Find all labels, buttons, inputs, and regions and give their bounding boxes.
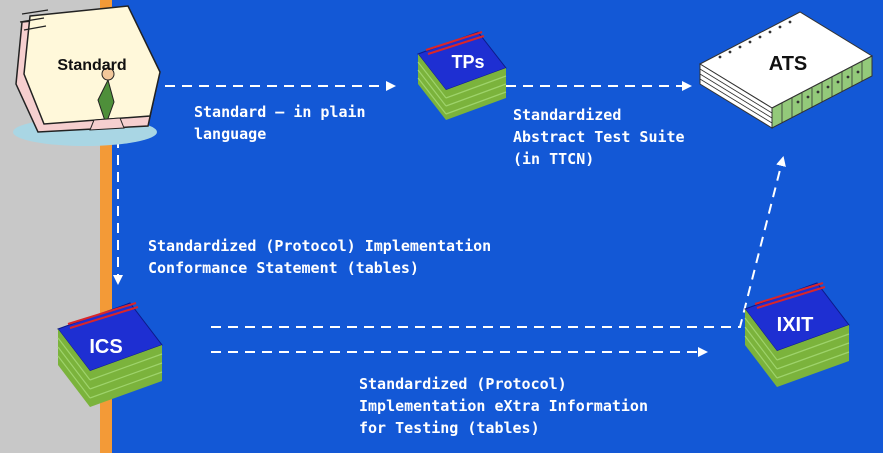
ixit-book-icon: IXIT bbox=[744, 282, 850, 387]
edge-label-ics-to-ixit: Standardized (Protocol) Implementation e… bbox=[359, 373, 648, 439]
ats-label: ATS bbox=[769, 53, 808, 75]
ics-book-icon: ICS bbox=[57, 302, 163, 407]
edge-label-line: (in TTCN) bbox=[513, 150, 595, 168]
edge-label-line: Standardized (Protocol) bbox=[359, 375, 567, 393]
edge-label-line: for Testing (tables) bbox=[359, 419, 540, 437]
arrow-ics-to-ats bbox=[211, 156, 786, 328]
standard-label: Standard bbox=[57, 57, 126, 74]
edge-label-line: Standard – in plain bbox=[194, 103, 366, 121]
edge-label-tps-to-ats: Standardized Abstract Test Suite (in TTC… bbox=[513, 104, 685, 170]
tps-book-icon: TPs bbox=[417, 31, 507, 120]
ics-label: ICS bbox=[89, 336, 122, 358]
edge-label-line: language bbox=[194, 125, 267, 143]
edge-label-line: Implementation eXtra Information bbox=[359, 397, 648, 415]
edge-label-standard-to-tps: Standard – in plain language bbox=[194, 101, 366, 145]
edge-label-line: Standardized (Protocol) Implementation bbox=[148, 237, 492, 255]
edge-label-standard-to-ics: Standardized (Protocol) Implementation C… bbox=[148, 235, 491, 279]
ats-stack-icon: ATS bbox=[698, 11, 874, 129]
standard-document-icon: Standard bbox=[13, 5, 161, 146]
edge-label-line: Conformance Statement (tables) bbox=[148, 259, 419, 277]
tps-label: TPs bbox=[451, 52, 484, 72]
ixit-label: IXIT bbox=[777, 314, 814, 336]
edge-label-line: Abstract Test Suite bbox=[513, 128, 685, 146]
edge-label-line: Standardized bbox=[513, 106, 622, 124]
